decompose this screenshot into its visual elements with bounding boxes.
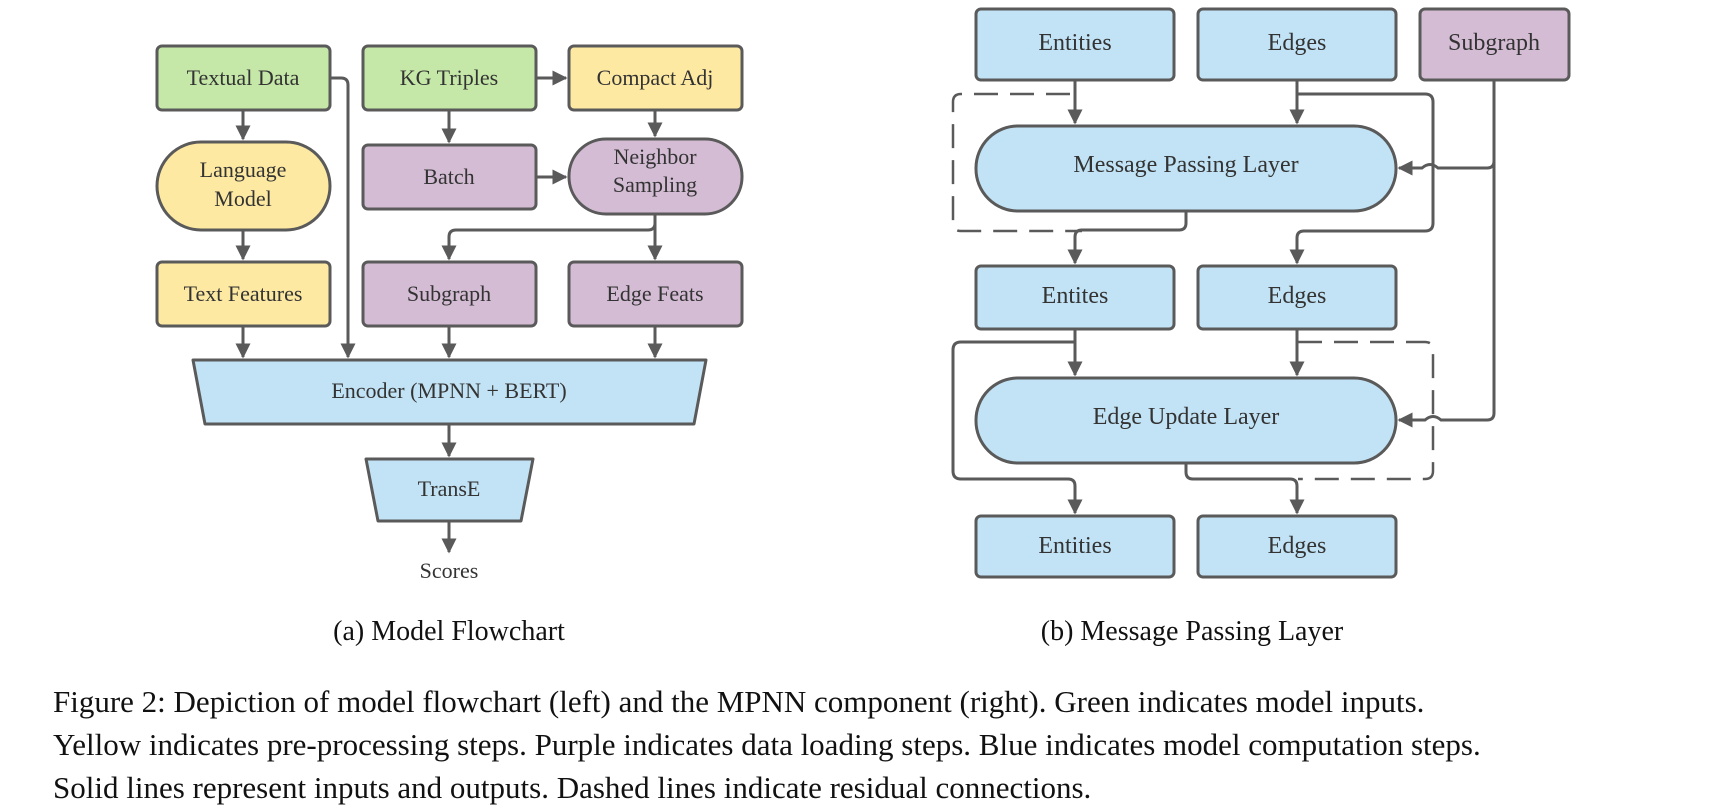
- transe-label: TransE: [418, 476, 481, 501]
- residual-edges-eul: [1298, 340, 1435, 481]
- edge-update-layer-node: [974, 376, 1398, 465]
- caption-line-1: Figure 2: Depiction of model flowchart (…: [53, 684, 1425, 719]
- edge-eul-to-edges: [1184, 464, 1305, 515]
- entities-mid-node: [974, 264, 1176, 331]
- message-passing-layer-node: [974, 124, 1398, 213]
- edges-top-label: Edges: [1268, 30, 1327, 56]
- edge-feats-node: [567, 260, 744, 328]
- subcaption-a: (a) Model Flowchart: [333, 616, 565, 647]
- edge-mpl-to-entities: [1067, 212, 1188, 265]
- edge-update-layer-label: Edge Update Layer: [1093, 404, 1280, 430]
- subgraph-right-node: [1418, 7, 1571, 82]
- kg-triples-label: KG Triples: [400, 65, 498, 90]
- edges-mid-node: [1196, 264, 1398, 331]
- caption-line-2: Yellow indicates pre-processing steps. P…: [53, 727, 1481, 762]
- neighbor-sampling-label-line2: Sampling: [613, 172, 697, 197]
- neighbor-sampling-node: [567, 137, 744, 216]
- entities-top-label: Entities: [1038, 30, 1111, 56]
- language-model-label-line1: Language: [200, 157, 287, 182]
- encoder-label: Encoder (MPNN + BERT): [331, 378, 566, 403]
- entities-mid-label: Entites: [1042, 283, 1109, 309]
- batch-label: Batch: [423, 164, 474, 189]
- transe-node: [364, 457, 535, 523]
- text-features-label: Text Features: [184, 281, 303, 306]
- edges-top-node: [1196, 7, 1398, 82]
- language-model-label-line2: Model: [214, 186, 271, 211]
- residual-entities-mpl: [951, 92, 1082, 233]
- kg-triples-node: [361, 44, 538, 112]
- message-passing-layer-label: Message Passing Layer: [1073, 152, 1298, 178]
- text-features-node: [155, 260, 332, 328]
- textual-data-node: [155, 44, 332, 112]
- entities-bottom-node: [974, 514, 1176, 579]
- subgraph-node: [361, 260, 538, 328]
- edge-edges-residual-to-edges: [1289, 92, 1435, 265]
- edges-bottom-label: Edges: [1268, 533, 1327, 559]
- scores-label: Scores: [420, 558, 479, 583]
- edge-textual-to-encoder: [331, 76, 356, 359]
- neighbor-sampling-label-line1: Neighbor: [613, 144, 697, 169]
- edge-feats-label: Edge Feats: [606, 281, 703, 306]
- edge-subgraph-to-eul: [1397, 161, 1496, 428]
- figure-caption: Figure 2: Depiction of model flowchart (…: [53, 680, 1673, 809]
- batch-node: [361, 143, 538, 211]
- compact-adj-node: [567, 44, 744, 112]
- message-passing-diagram: [951, 7, 1571, 579]
- caption-line-3: Solid lines represent inputs and outputs…: [53, 770, 1092, 805]
- entities-top-node: [974, 7, 1176, 82]
- subcaption-b: (b) Message Passing Layer: [1041, 616, 1344, 647]
- subgraph-right-label: Subgraph: [1448, 30, 1540, 56]
- subgraph-label: Subgraph: [407, 281, 491, 306]
- model-flowchart: [155, 44, 744, 554]
- textual-data-label: Textual Data: [187, 65, 300, 90]
- encoder-node: [191, 358, 708, 426]
- edge-sampling-to-subgraph: [441, 215, 657, 261]
- entities-bottom-label: Entities: [1038, 533, 1111, 559]
- edge-entities-residual-to-entities: [951, 340, 1083, 515]
- compact-adj-label: Compact Adj: [597, 65, 714, 90]
- edges-bottom-node: [1196, 514, 1398, 579]
- language-model-node: [155, 140, 332, 232]
- edges-mid-label: Edges: [1268, 283, 1327, 309]
